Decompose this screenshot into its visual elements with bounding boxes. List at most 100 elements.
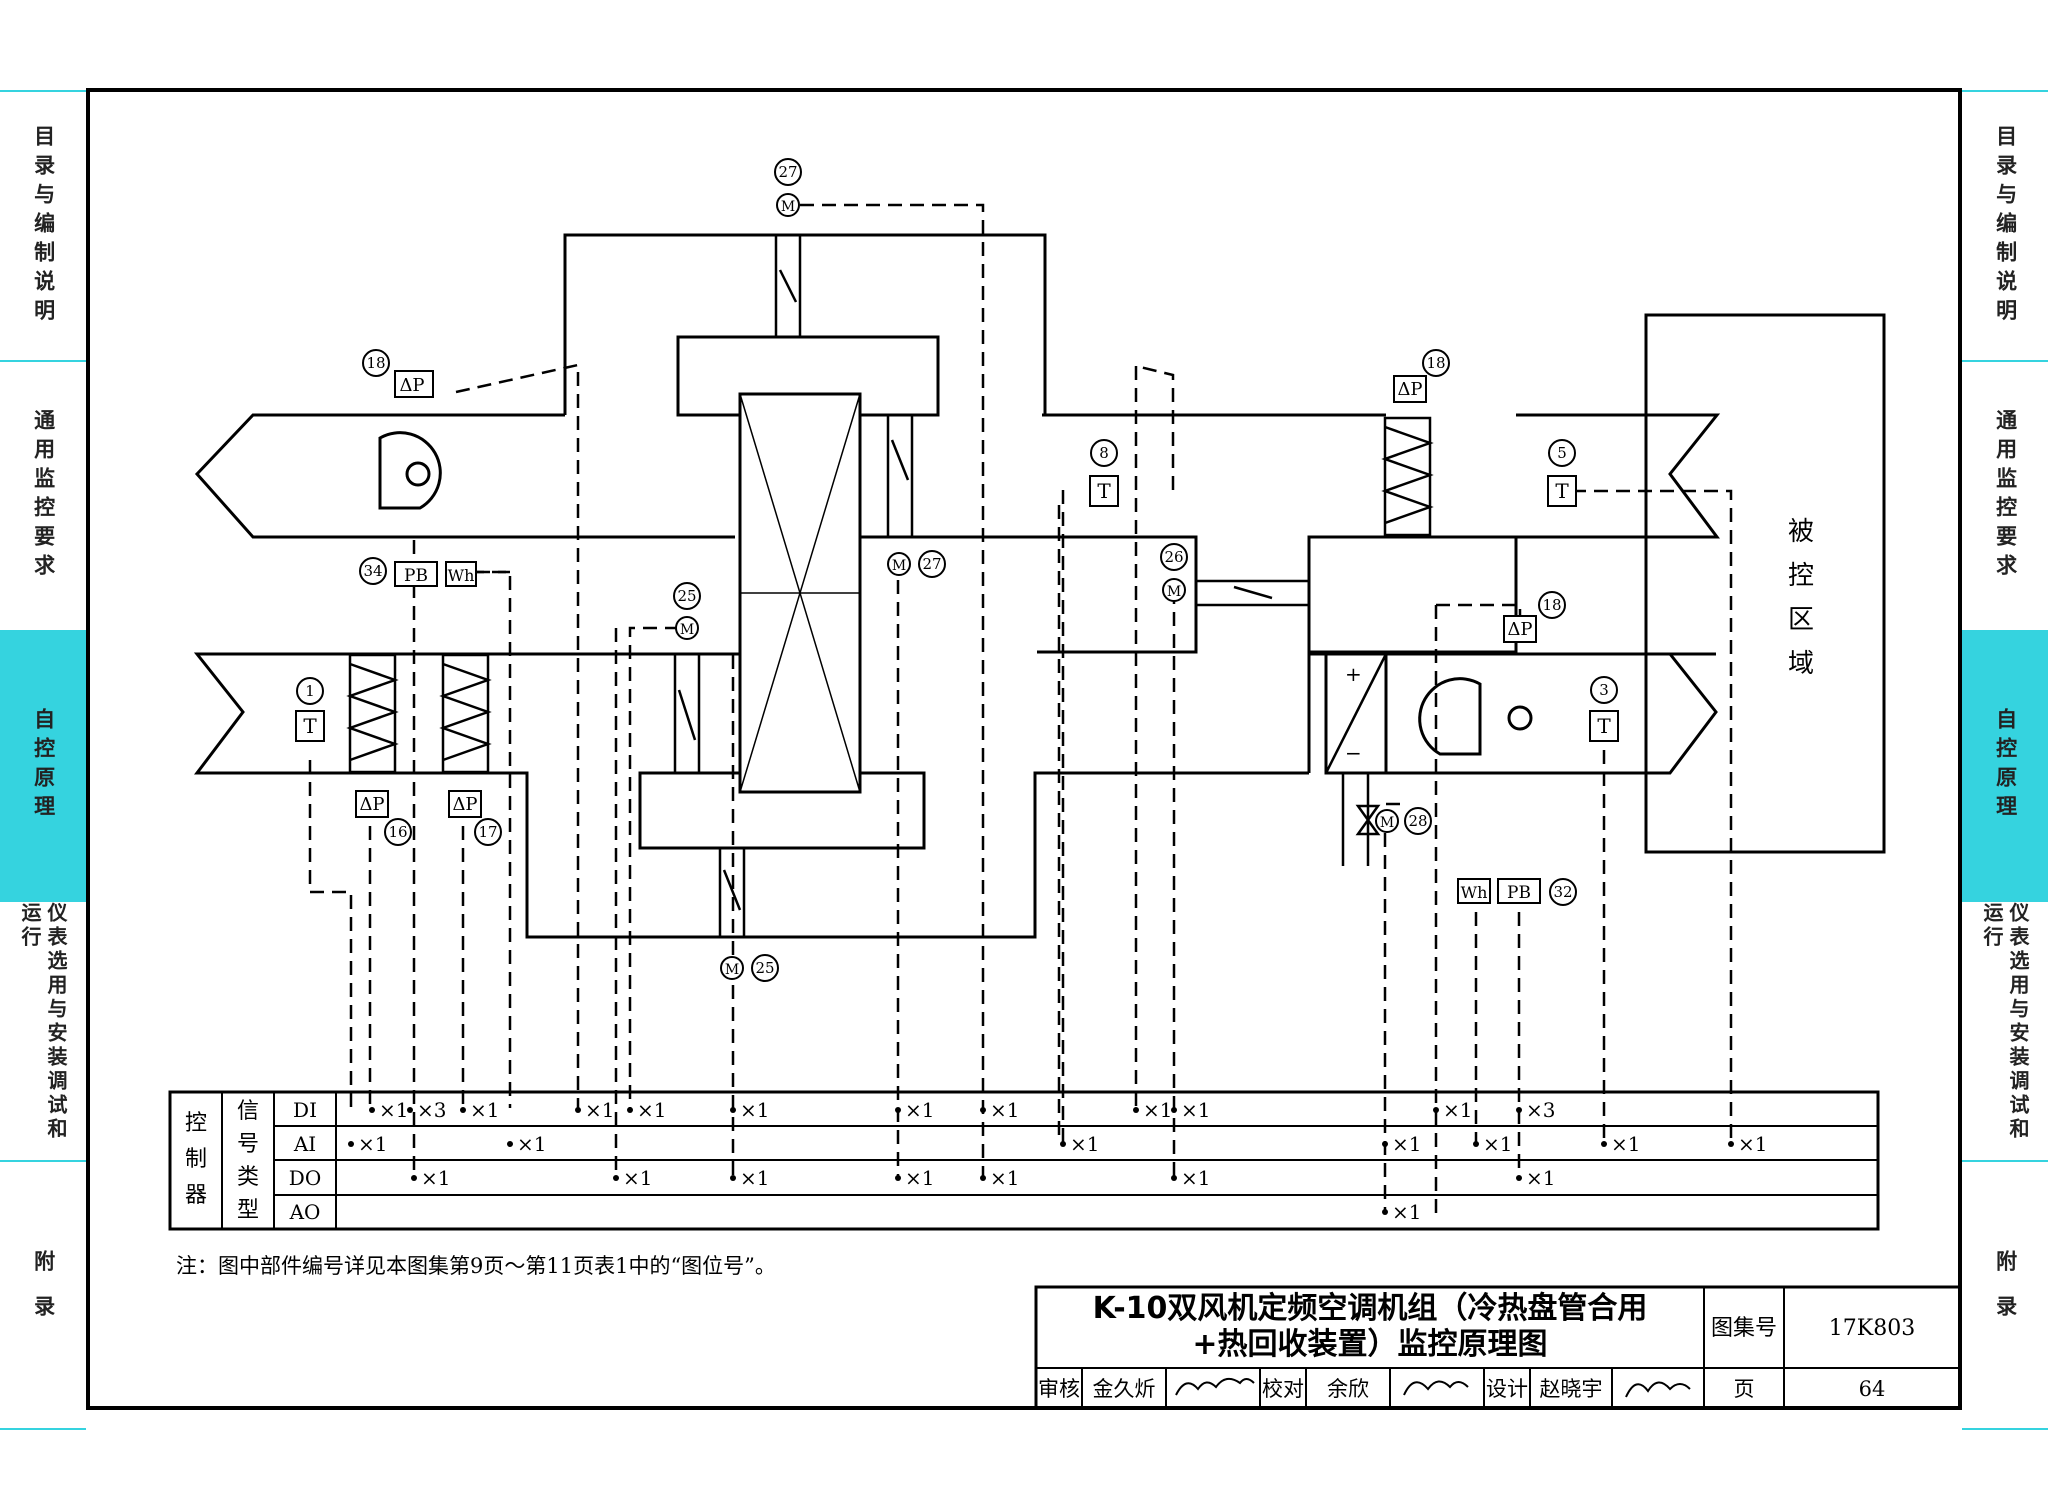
drawing-frame: [86, 88, 1962, 1410]
coil-icon: [1324, 653, 1388, 774]
signal-count: ×1: [1181, 1098, 1210, 1122]
signal-dot: [613, 1175, 619, 1181]
dp-sensor-18b: ΔP: [1397, 379, 1422, 400]
controller-label-3: 器: [185, 1183, 207, 1208]
atlas-number: 17K803: [1829, 1316, 1915, 1341]
drawing-title-line1: K-10双风机定频空调机组（冷热盘管合用: [1093, 1291, 1648, 1326]
signal-dot: [460, 1107, 466, 1113]
signal-count: ×1: [358, 1132, 387, 1156]
atlas-label: 图集号: [1711, 1316, 1777, 1341]
wh-meter-32: Wh: [1461, 883, 1488, 902]
signal-counts: ×1×3×1×1×1×1×1×1×1×1×1×3×1×1×1×1×1×1×1×1…: [348, 1098, 1767, 1224]
nav-tab-contents[interactable]: 目录与编制说明: [0, 90, 86, 360]
signal-count: ×1: [1392, 1132, 1421, 1156]
temp-sensor-5: T: [1555, 479, 1569, 503]
tag-circles: [296, 158, 1618, 982]
signal-dot: [1171, 1175, 1177, 1181]
signal-count: ×1: [740, 1166, 769, 1190]
sensor-boxes: [295, 370, 1619, 904]
signal-label-1: 信: [237, 1099, 259, 1124]
signal-count: ×3: [417, 1098, 446, 1122]
motor-25a: M: [680, 622, 694, 638]
controller-table: [168, 1090, 1880, 1231]
supply-fan-icon: [1418, 677, 1533, 756]
check-label: 校对: [1262, 1377, 1304, 1401]
signal-count: ×1: [623, 1166, 652, 1190]
nav-tab-instruments[interactable]: 仪表选用与安装调试和运行: [0, 900, 86, 1160]
signal-count: ×1: [517, 1132, 546, 1156]
signal-count: ×1: [1483, 1132, 1512, 1156]
signal-dot: [1060, 1141, 1066, 1147]
motor-25b: M: [725, 962, 739, 978]
review-label: 审核: [1038, 1377, 1080, 1401]
tag-34: 34: [363, 562, 382, 580]
signal-count: ×1: [1070, 1132, 1099, 1156]
dp-sensor-17: ΔP: [452, 794, 477, 815]
valve-icon: [1341, 773, 1381, 866]
controller-label-1: 控: [185, 1111, 207, 1136]
signal-count: ×1: [1443, 1098, 1472, 1122]
coil-plus: +: [1345, 662, 1362, 686]
dp-sensor-18a: ΔP: [399, 375, 424, 396]
motor-symbols: [675, 193, 1399, 980]
zone-label-3: 区: [1788, 605, 1814, 635]
nav-tab-general[interactable]: 通用监控要求: [0, 360, 86, 630]
signal-count: ×1: [1181, 1166, 1210, 1190]
filter-icon: [346, 416, 1434, 774]
coil-minus: −: [1345, 741, 1362, 765]
tag-25b: 25: [755, 959, 774, 977]
nav-tab-control-principle-right[interactable]: 自控原理: [1962, 630, 2048, 900]
signal-count: ×1: [905, 1166, 934, 1190]
tag-18c: 18: [1542, 596, 1561, 614]
signal-label-3: 类: [237, 1165, 259, 1190]
heat-recovery-core: [738, 392, 862, 794]
left-nav: 目录与编制说明 通用监控要求 自控原理 仪表选用与安装调试和运行 附录: [0, 90, 86, 1430]
signal-dot: [348, 1141, 354, 1147]
controller-labels: 控 制 器 信 号 类 型: [185, 1099, 259, 1223]
signal-dot: [507, 1141, 513, 1147]
signal-count: ×1: [1392, 1200, 1421, 1224]
nav-tab-appendix-right[interactable]: 附录: [1962, 1160, 2048, 1430]
row-do: DO: [289, 1166, 321, 1190]
nav-tab-instruments-right[interactable]: 仪表选用与安装调试和运行: [1962, 900, 2048, 1160]
zone-label-4: 域: [1788, 649, 1814, 679]
tag-numbers: 27 18 18 8 5 34 27 26 25 18 1 3 16 17 28…: [305, 163, 1609, 977]
nav-tab-contents-right[interactable]: 目录与编制说明: [1962, 90, 2048, 360]
tag-18a: 18: [366, 354, 385, 372]
signal-dot: [980, 1175, 986, 1181]
signal-type-labels: DI AI DO AO: [289, 1098, 322, 1224]
tag-16: 16: [388, 823, 407, 841]
design-label: 设计: [1486, 1377, 1528, 1401]
tag-1: 1: [305, 682, 315, 700]
reviewer-name: 金久炘: [1093, 1377, 1156, 1401]
signal-count: ×1: [1738, 1132, 1767, 1156]
signal-dot: [1133, 1107, 1139, 1113]
signal-dot: [1171, 1107, 1177, 1113]
nav-tab-control-principle[interactable]: 自控原理: [0, 630, 86, 900]
pb-meter-34: PB: [404, 566, 428, 586]
motor-26: M: [1167, 584, 1181, 600]
tag-18b: 18: [1426, 354, 1445, 372]
controlled-zone: [1644, 313, 1886, 854]
exhaust-duct: [194, 233, 1721, 654]
signal-count: ×1: [1611, 1132, 1640, 1156]
row-ao: AO: [289, 1200, 321, 1224]
signal-dot: [369, 1107, 375, 1113]
motor-27a: M: [781, 199, 795, 215]
tag-8: 8: [1099, 444, 1109, 462]
zone-label: 被 控 区 域: [1788, 517, 1822, 679]
row-di: DI: [293, 1098, 317, 1122]
wh-meter-34: Wh: [448, 566, 475, 585]
tag-32: 32: [1553, 883, 1572, 901]
nav-tab-general-right[interactable]: 通用监控要求: [1962, 360, 2048, 630]
exhaust-fan-icon: [378, 431, 442, 510]
page-label: 页: [1734, 1377, 1755, 1401]
controller-label-2: 制: [185, 1147, 207, 1172]
signal-dot: [411, 1175, 417, 1181]
nav-tab-appendix[interactable]: 附录: [0, 1160, 86, 1430]
tag-3: 3: [1599, 681, 1609, 699]
signal-count: ×1: [905, 1098, 934, 1122]
signal-dot: [1516, 1107, 1522, 1113]
zone-label-1: 被: [1788, 517, 1814, 547]
